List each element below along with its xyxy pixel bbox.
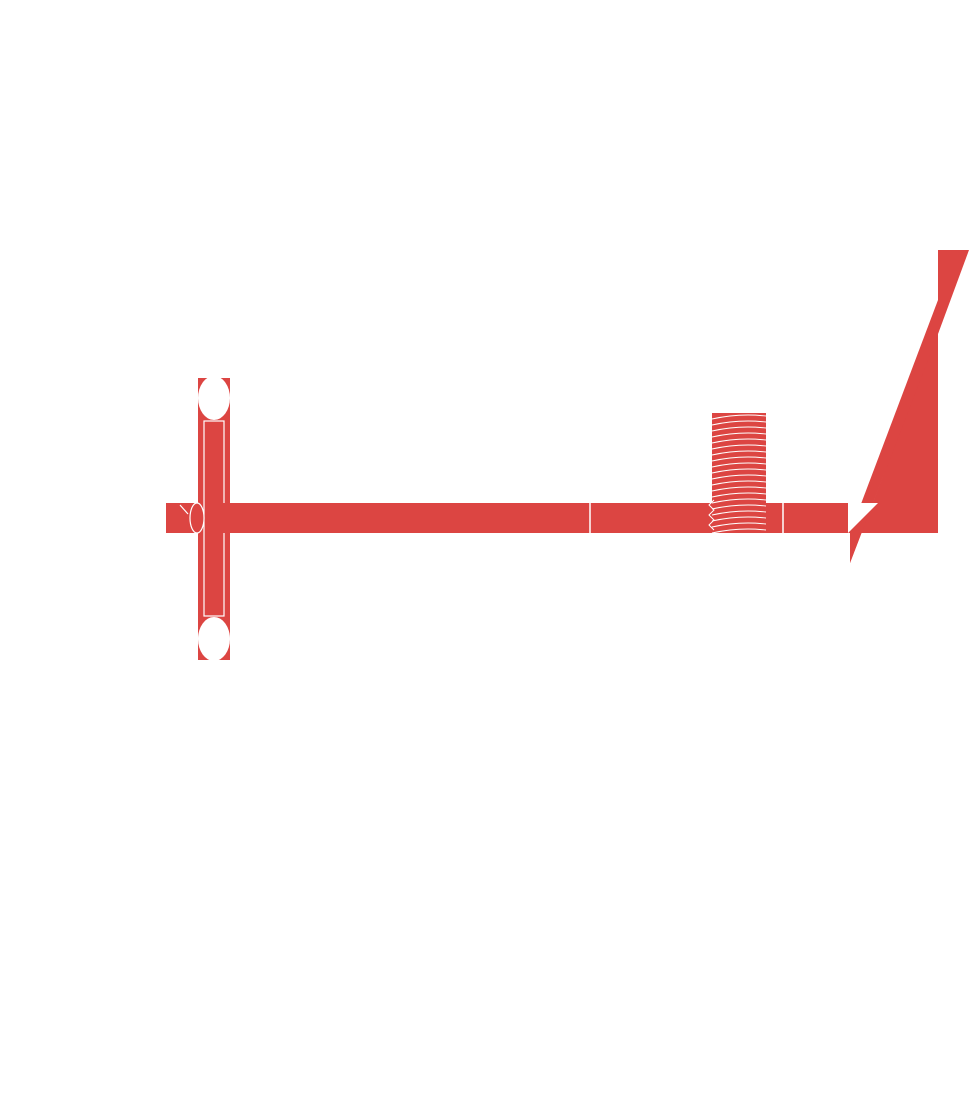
wedge-diagonal — [850, 300, 938, 563]
crossbar-bottom-hole — [198, 617, 230, 661]
end-wedge — [848, 250, 976, 563]
bar-end-mark — [179, 504, 189, 515]
threaded-stud — [708, 413, 767, 534]
crossbar — [189, 376, 232, 661]
thread-line — [711, 414, 767, 420]
thread-line — [711, 510, 767, 516]
thread-line — [711, 486, 767, 492]
wedge-notch — [848, 503, 878, 533]
thread-line — [711, 444, 767, 450]
thread-line — [711, 468, 767, 474]
crossbar-pivot — [189, 502, 205, 534]
thread-line — [711, 438, 767, 444]
thread-line — [711, 462, 767, 468]
thread-line — [711, 528, 767, 534]
thread-line — [711, 522, 767, 528]
thread-line — [711, 474, 767, 480]
thread-line — [711, 480, 767, 486]
crossbar-slot-gap — [222, 503, 232, 533]
crossbar-top-hole — [198, 376, 230, 420]
thread-line — [711, 420, 767, 426]
stud-threads — [708, 414, 767, 534]
thread-line — [711, 516, 767, 522]
thread-line — [711, 432, 767, 438]
thread-line — [711, 450, 767, 456]
thread-line — [711, 426, 767, 432]
thread-line — [711, 492, 767, 498]
wedge-cutout — [938, 250, 976, 540]
thread-line — [711, 456, 767, 462]
thread-edge — [708, 499, 715, 531]
thread-line — [711, 498, 767, 504]
thread-line — [711, 504, 767, 510]
stud-body — [712, 413, 766, 533]
